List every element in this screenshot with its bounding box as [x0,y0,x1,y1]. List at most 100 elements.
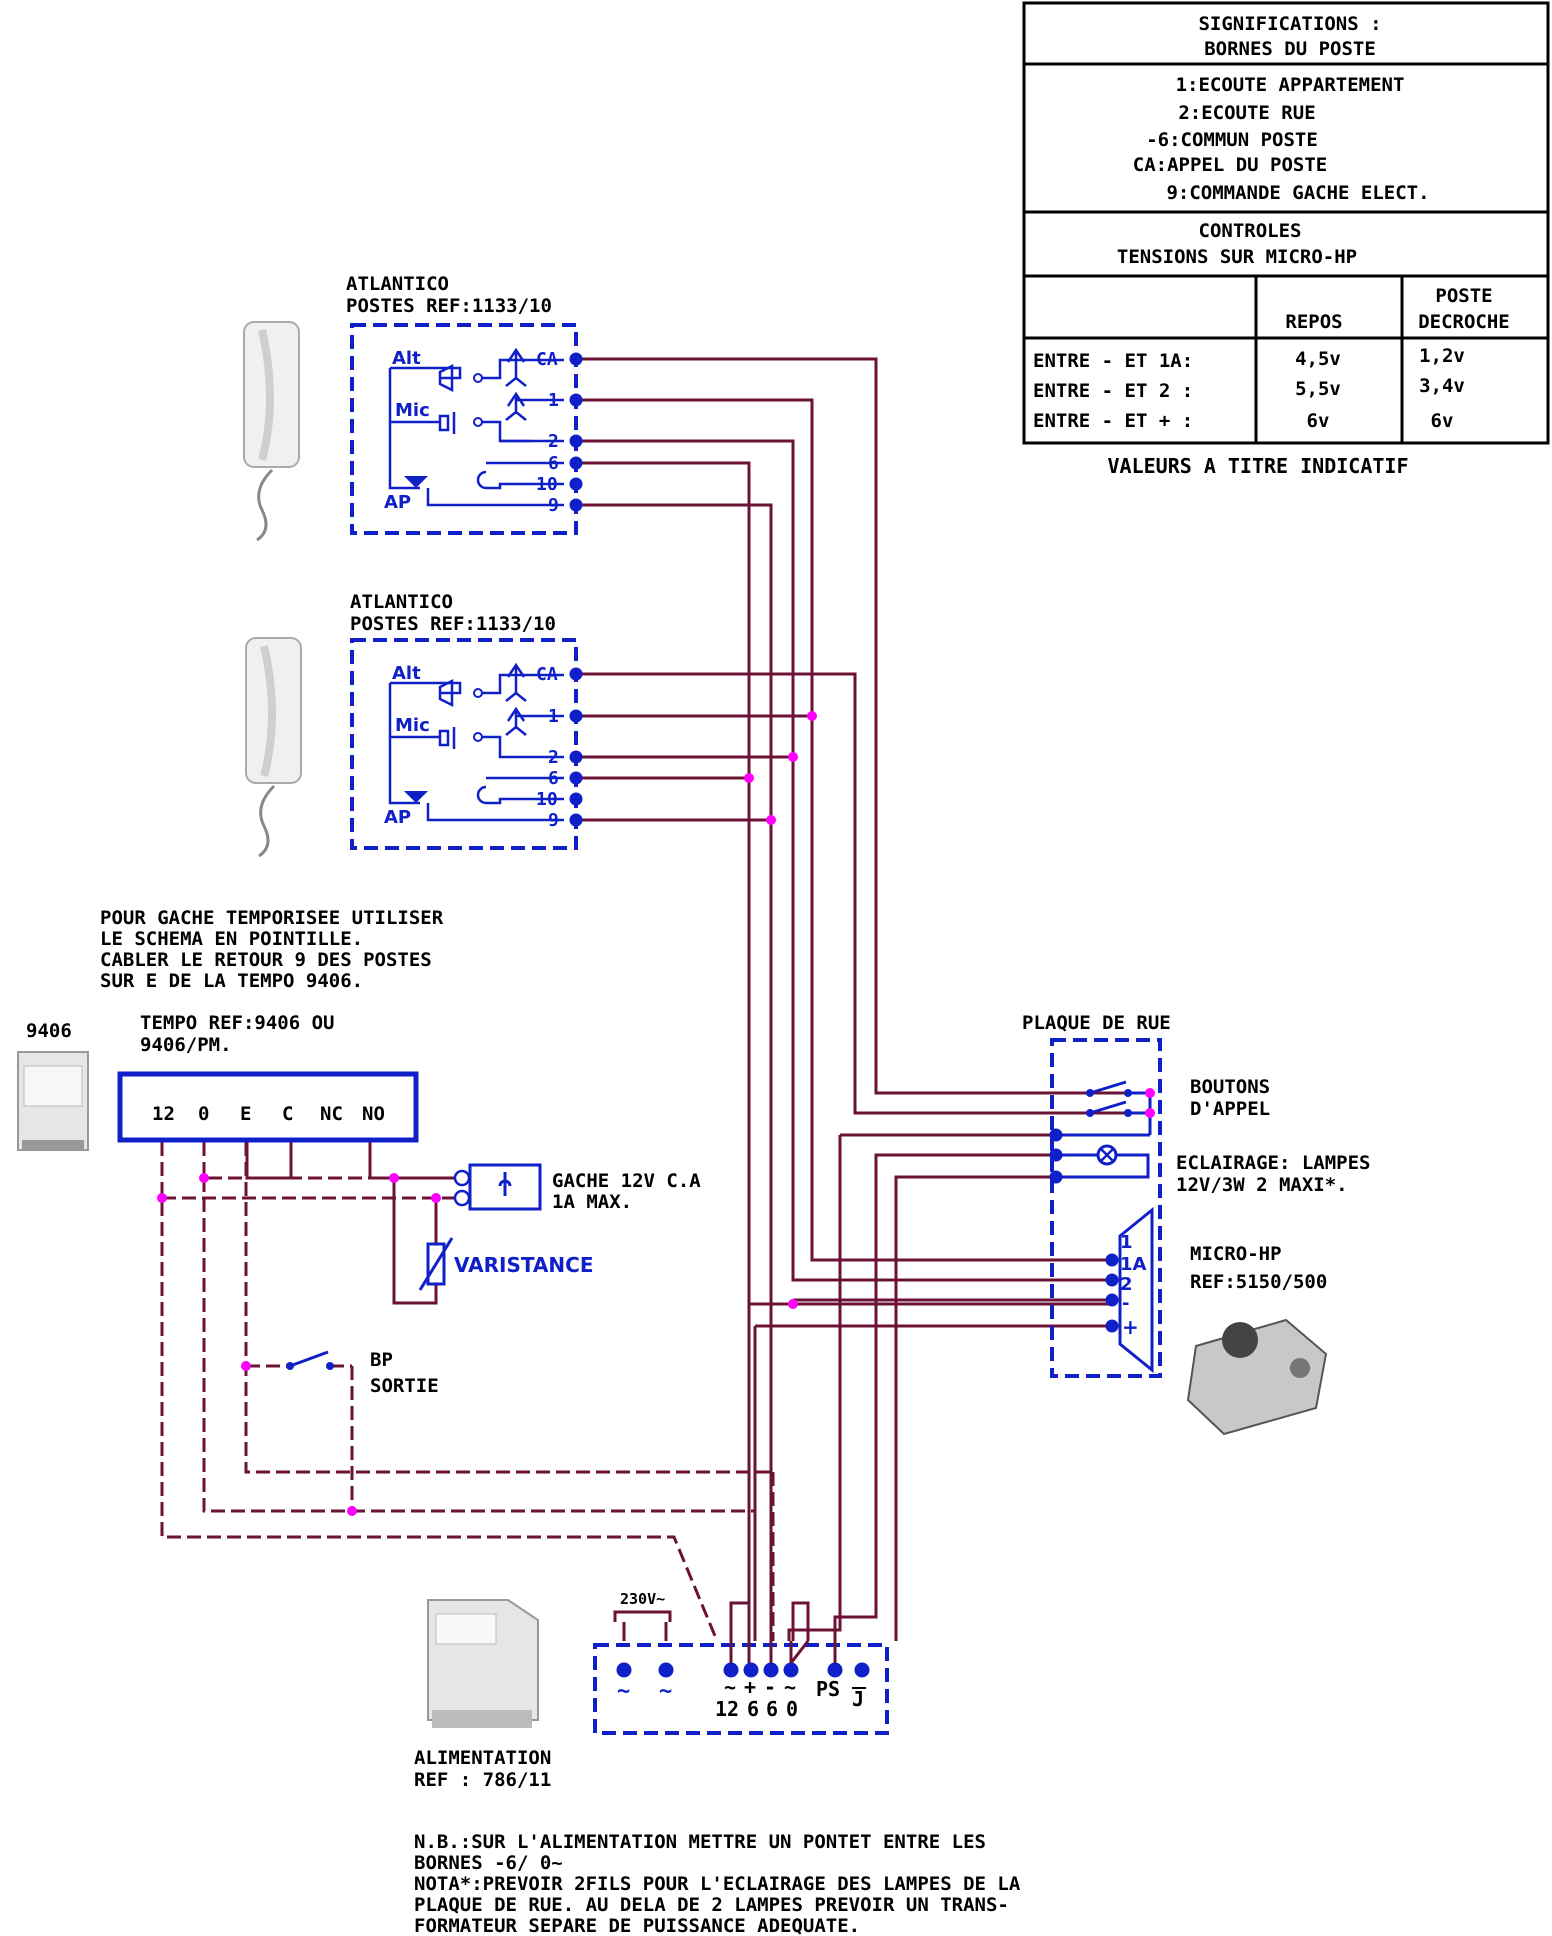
row-repos: 4,5v [1295,348,1341,370]
legend-note: VALEURS A TITRE INDICATIF [1107,454,1408,478]
footer-line: FORMATEUR SEPARE DE PUISSANCE ADEQUATE. [414,1915,860,1936]
tempo-term-nc: NC [320,1103,343,1125]
gache: GACHE 12V C.A 1A MAX. [453,1163,701,1213]
legend-item: 9:COMMANDE GACHE ELECT. [1166,182,1429,204]
alim-symbol: ~ [784,1675,796,1699]
row-decroche: 1,2v [1419,345,1465,367]
controls-subtitle: TENSIONS SUR MICRO-HP [1117,246,1357,268]
term-9: 9 [548,495,559,516]
row-decroche: 3,4v [1419,375,1465,397]
footer-line: PLAQUE DE RUE. AU DELA DE 2 LAMPES PREVO… [414,1894,1009,1916]
speaker-icon [438,678,454,708]
legend-item: CA:APPEL DU POSTE [1133,154,1327,176]
row-label: ENTRE - ET + : [1033,410,1193,432]
tempo-term-no: NO [362,1103,385,1125]
eclairage-label: ECLAIRAGE: LAMPES [1176,1152,1370,1174]
gache-rating: 1A MAX. [552,1191,632,1213]
micro-term: 1 [1120,1232,1133,1253]
buzzer-icon [404,791,428,803]
bp-sortie: BP SORTIE [286,1349,439,1397]
hook-switch-icon [505,662,527,702]
ap-label: AP [384,492,411,513]
tempo-note-line: LE SCHEMA EN POINTILLE. [100,928,363,950]
mic-label: Mic [395,715,430,736]
varistance-label: VARISTANCE [454,1253,594,1277]
alim-title: ALIMENTATION [414,1747,551,1769]
poste-1-ref: POSTES REF:1133/10 [346,295,552,317]
hook-switch-icon [505,347,527,387]
micro-hp-icon [1118,1206,1154,1374]
speaker-icon [438,363,454,393]
tempo-term-e: E [240,1103,251,1125]
mains-label: 230V~ [620,1590,665,1608]
footer-notes: N.B.:SUR L'ALIMENTATION METTRE UN PONTET… [414,1831,1021,1936]
micro-hp-photo [1186,1318,1328,1436]
ap-label: AP [384,807,411,828]
row-repos: 5,5v [1295,378,1341,400]
dashed-wires [160,1142,775,1641]
micro-hp-label: MICRO-HP [1190,1243,1282,1265]
boutons-label-2: D'APPEL [1190,1098,1270,1120]
legend-item: -6:COMMUN POSTE [1146,129,1318,151]
alim-symbol: J [852,1687,864,1711]
tempo-title: TEMPO REF:9406 OU [140,1012,334,1034]
tempo-note-line: POUR GACHE TEMPORISEE UTILISER [100,907,444,929]
plaque-title: PLAQUE DE RUE [1022,1012,1171,1034]
mic-label: Mic [395,400,430,421]
micro-term: 2 [1120,1274,1133,1295]
legend-item: 1:ECOUTE APPARTEMENT [1176,74,1405,96]
alim-symbol: - [764,1675,776,1699]
gache-label: GACHE 12V C.A [552,1170,701,1192]
microphone-icon [438,727,456,749]
col-decroche: DECROCHE [1418,311,1510,333]
wires [245,357,1142,1641]
alim-symbol: ~ [617,1679,630,1704]
legend-table: SIGNIFICATIONS : BORNES DU POSTE 1:ECOUT… [1022,1,1550,478]
col-repos: REPOS [1285,311,1342,333]
footer-line: NOTA*:PREVOIR 2FILS POUR L'ECLAIRAGE DES… [414,1873,1021,1895]
row-label: ENTRE - ET 1A: [1033,350,1193,372]
alt-label: Alt [392,348,421,369]
micro-term: 1A [1120,1254,1147,1275]
tempo-photo [17,1051,89,1151]
tempo-term-c: C [282,1103,293,1125]
micro-hp-ref: REF:5150/500 [1190,1271,1327,1293]
legend-item: 2:ECOUTE RUE [1178,102,1315,124]
junction-dots [157,711,1155,1516]
handset-photo [245,637,302,858]
tempo-module: 9406 TEMPO REF:9406 OU 9406/PM. 12 0 E C… [17,1012,419,1151]
alim-number: 6 [766,1697,778,1721]
tempo-term-12: 12 [152,1103,175,1125]
term-1: 1 [548,390,559,411]
boutons-label: BOUTONS [1190,1076,1270,1098]
alim-ref: REF : 786/11 [414,1769,551,1791]
plaque-de-rue: PLAQUE DE RUE 1 1A 2 - + BOUTONS D'APPEL [1022,1012,1370,1436]
micro-term: - [1122,1293,1129,1314]
handset-photo [243,321,300,542]
term-6: 6 [548,768,559,789]
tempo-ref: 9406/PM. [140,1034,232,1056]
alt-label: Alt [392,663,421,684]
poste-2-title: ATLANTICO [350,591,453,613]
bp-label: BP [370,1349,393,1371]
alim-number: 12 [715,1697,739,1721]
alim-symbol: + [744,1675,756,1699]
poste-2-ref: POSTES REF:1133/10 [350,613,556,635]
tempo-photo-label: 9406 [26,1020,72,1042]
alim-number: 6 [747,1697,759,1721]
alim-symbol: PS [816,1677,840,1701]
alim-symbol: ~ [724,1675,736,1699]
term-6: 6 [548,453,559,474]
poste-2: ATLANTICO POSTES REF:1133/10 Alt Mic AP … [245,591,583,858]
term-ca: CA [536,664,558,685]
bp-sortie-label: SORTIE [370,1375,439,1397]
term-10: 10 [536,474,558,495]
term-10: 10 [536,789,558,810]
controls-title: CONTROLES [1199,220,1302,242]
tempo-note: POUR GACHE TEMPORISEE UTILISER LE SCHEMA… [100,907,444,992]
row-decroche: 6v [1431,410,1454,432]
tempo-note-line: SUR E DE LA TEMPO 9406. [100,970,363,992]
term-9: 9 [548,810,559,831]
poste-1: ATLANTICO POSTES REF:1133/10 Alt Mic AP [243,273,583,542]
